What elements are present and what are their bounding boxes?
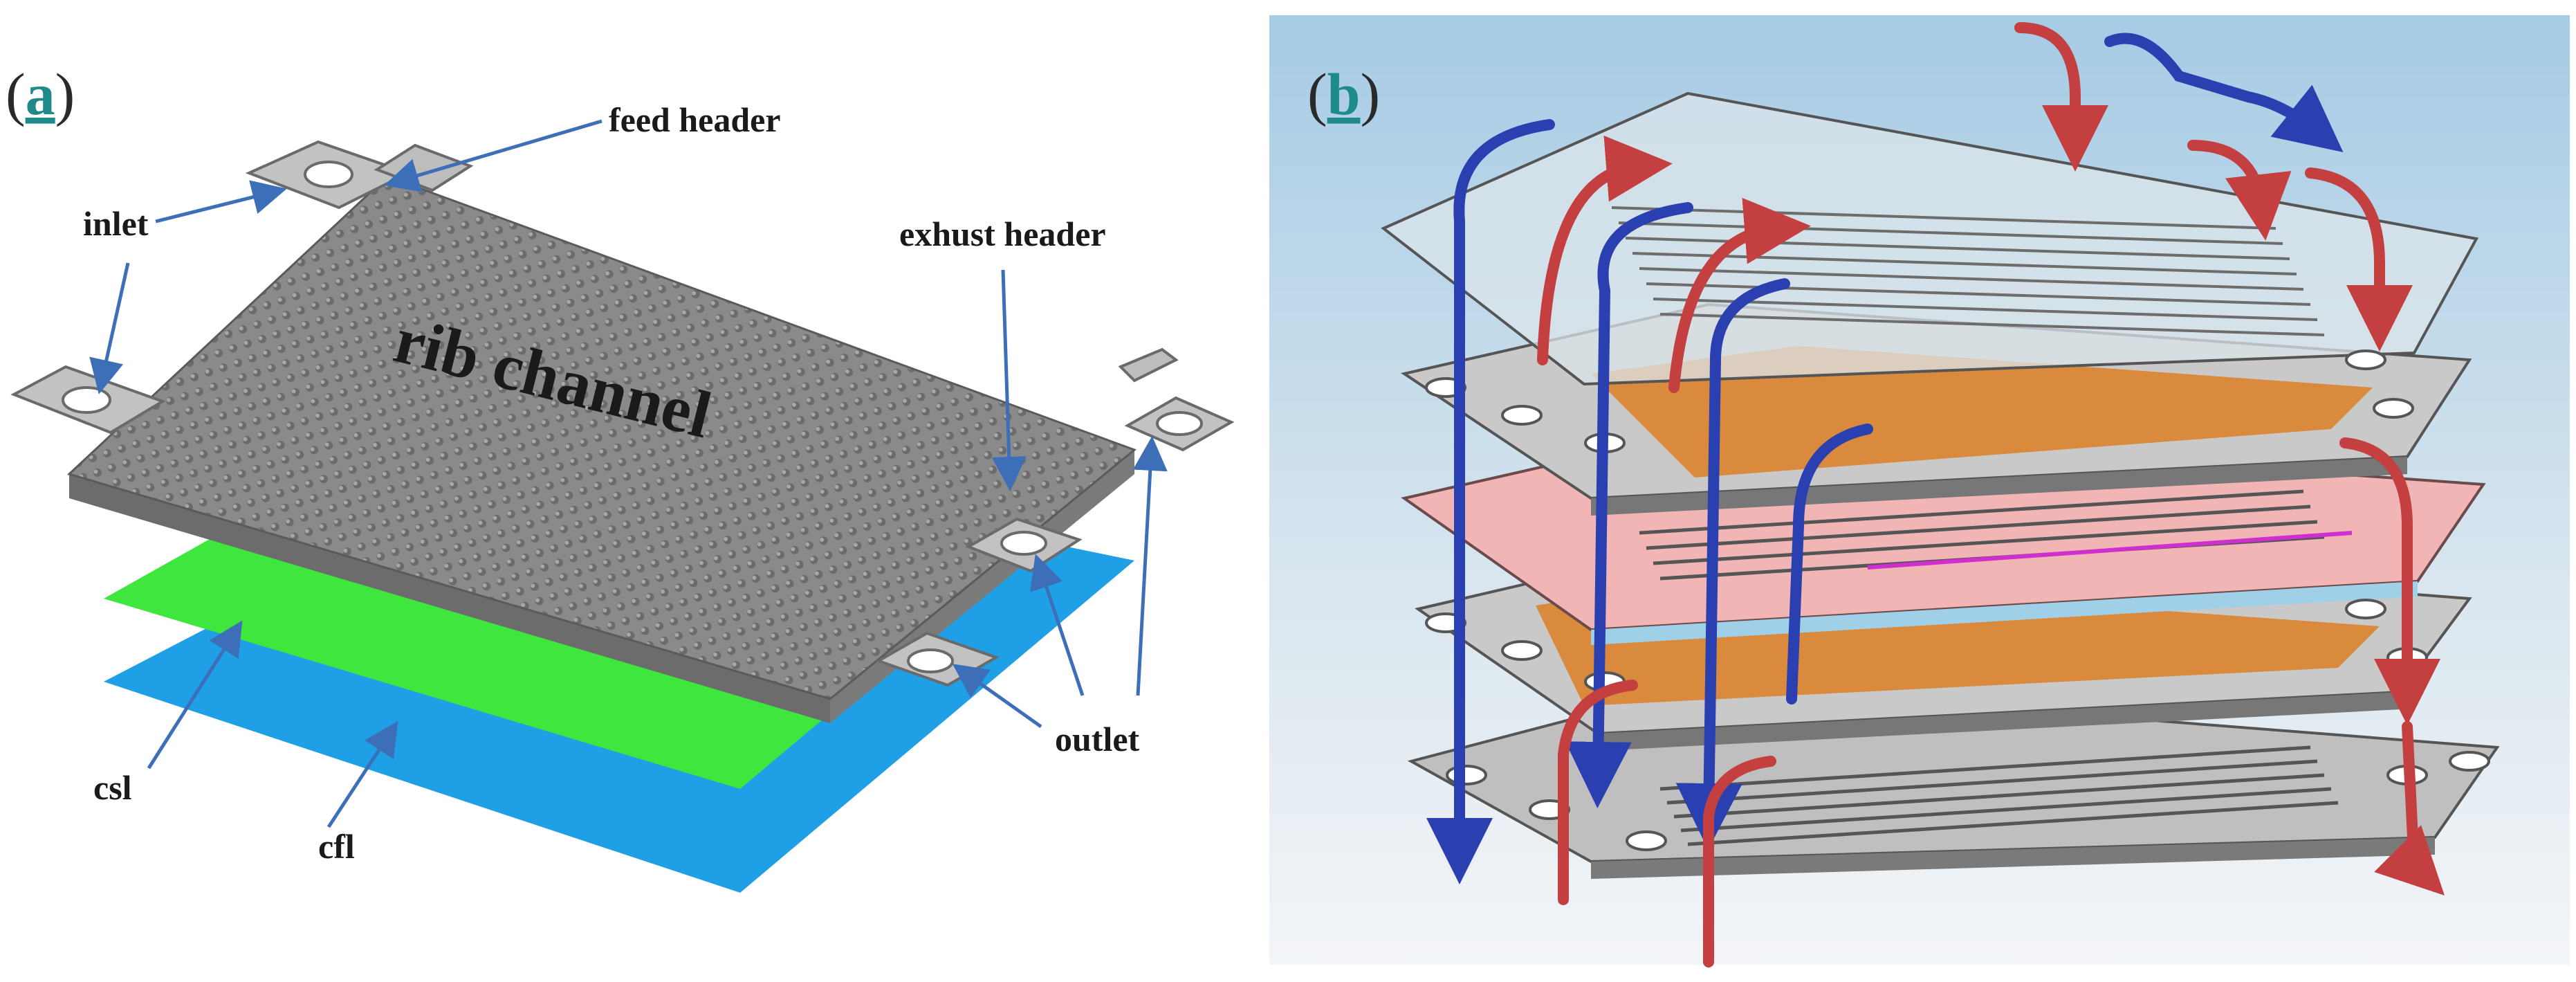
leader-exhust-header (991, 269, 1027, 491)
feed-header-label: feed header (609, 100, 781, 139)
inlet-tab-bottom (10, 365, 166, 435)
rib-plate-side (69, 474, 830, 723)
leader-outlet-bottom (952, 664, 1042, 729)
cfl-label: cfl (318, 827, 355, 866)
exhust-header-label: exhust header (899, 215, 1106, 253)
outlet-tab-middle (965, 517, 1083, 573)
flow-arrows-blue (1426, 33, 2344, 884)
inlet-label: inlet (83, 204, 149, 243)
exhust-header-tab (1118, 347, 1179, 383)
leader-inlet-bottom (89, 262, 130, 394)
panel-a-label: (a) (6, 61, 75, 127)
leader-feed-header (384, 119, 602, 192)
panel-a: (a) (6, 61, 1235, 893)
leader-outlet-right (1132, 436, 1168, 696)
outlet-tab-right (1124, 396, 1235, 452)
outlet-label: outlet (1055, 720, 1140, 758)
inlet-tab-top (245, 140, 412, 210)
panel-b: (b) (1269, 15, 2570, 967)
leader-inlet-top (155, 180, 287, 224)
flow-arrows-red (1537, 22, 2445, 967)
leader-csl (147, 620, 243, 770)
panel-b-label: (b) (1307, 61, 1380, 127)
leader-outlet-middle (1029, 554, 1085, 696)
leader-cfl (326, 720, 398, 828)
csl-label: csl (93, 768, 132, 807)
